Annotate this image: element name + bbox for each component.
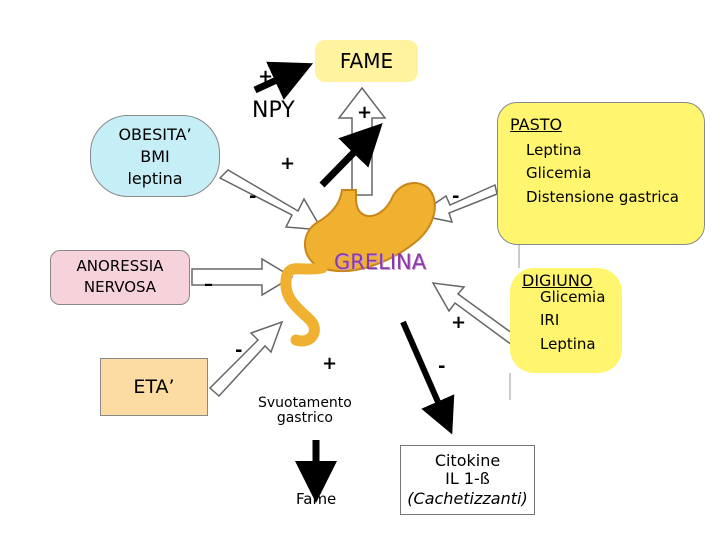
- digiuno-box: DIGIUNO Glicemia IRI Leptina: [510, 268, 622, 373]
- sign-pasto-minus: -: [452, 186, 460, 207]
- hollow-arrow-anoressia: [191, 257, 294, 297]
- black-arrow-citokine: [400, 320, 455, 435]
- obesita-title: OBESITA’: [118, 125, 192, 144]
- pasto-title: PASTO: [510, 115, 563, 134]
- hollow-arrow-pasto: [416, 183, 498, 223]
- hollow-arrow-digiuno: [431, 282, 517, 347]
- digiuno-item-iri: IRI: [540, 311, 560, 329]
- svuotamento-line1: Svuotamento: [258, 395, 352, 411]
- citokine-line2: IL 1-ß: [445, 469, 490, 488]
- black-arrow-npy: [319, 122, 383, 188]
- stomach-illustration: [280, 182, 436, 347]
- citokine-box: Citokine IL 1-ß (Cachetizzanti): [400, 445, 535, 515]
- npy-label: NPY: [252, 98, 295, 123]
- obesita-box: OBESITA’ BMI leptina: [90, 115, 220, 197]
- digiuno-item-leptina: Leptina: [540, 335, 596, 353]
- pasto-item-leptina: Leptina: [526, 141, 582, 159]
- anoressia-box: ANORESSIA NERVOSA: [50, 250, 190, 305]
- fame-box: FAME: [315, 40, 418, 82]
- pasto-item-distensione: Distensione gastrica: [526, 188, 679, 206]
- eta-label: ETA’: [133, 376, 175, 398]
- sign-npy-plus: +: [357, 102, 373, 123]
- grelina-label: GRELINA: [334, 250, 427, 274]
- anoressia-line1: ANORESSIA: [76, 257, 164, 275]
- sign-obesita-minus: -: [249, 186, 257, 207]
- sign-digiuno-plus: +: [451, 312, 467, 333]
- sign-citokine-minus: -: [438, 356, 446, 377]
- sign-eta-minus: -: [235, 340, 243, 361]
- obesita-leptina: leptina: [127, 169, 183, 188]
- sign-svuotamento-plus: +: [322, 353, 338, 374]
- obesita-bmi: BMI: [140, 147, 170, 166]
- anoressia-line2: NERVOSA: [83, 278, 157, 296]
- citokine-line3: (Cachetizzanti): [407, 489, 528, 508]
- pasto-item-glicemia: Glicemia: [526, 164, 592, 182]
- hollow-arrow-obesita: [218, 169, 324, 231]
- pasto-box: PASTO Leptina Glicemia Distensione gastr…: [497, 102, 705, 245]
- sign-anoressia-minus: –: [204, 274, 213, 295]
- svuotamento-label: Svuotamento gastrico: [258, 396, 352, 426]
- citokine-line1: Citokine: [434, 451, 501, 470]
- fame-bottom-label: Fame: [296, 490, 337, 508]
- digiuno-item-glicemia: Glicemia: [540, 288, 606, 306]
- digiuno-title: DIGIUNO: [522, 271, 593, 290]
- fame-box-label: FAME: [339, 49, 394, 73]
- sign-left-plus: +: [280, 153, 296, 174]
- eta-box: ETA’: [100, 358, 208, 416]
- hollow-arrow-eta: [208, 320, 284, 398]
- black-arrow-fame: [253, 61, 314, 100]
- sign-fame-plus: +: [258, 66, 274, 87]
- svuotamento-line2: gastrico: [276, 410, 334, 426]
